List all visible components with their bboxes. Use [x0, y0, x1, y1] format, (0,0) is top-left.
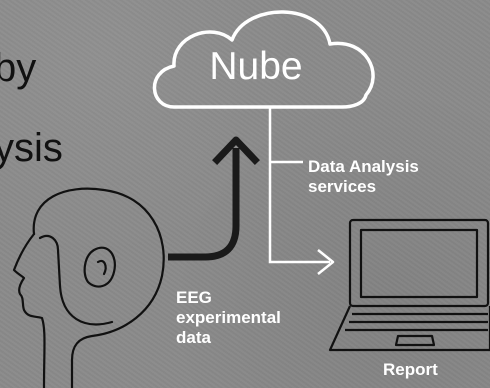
laptop-icon: [328, 218, 490, 352]
eeg-label-line-3: data: [176, 328, 211, 347]
data-analysis-services-label: Data Analysis services: [308, 157, 419, 197]
cloud-label: Nube: [209, 45, 303, 88]
report-label: Report: [383, 360, 438, 379]
background-text-line-1: by: [0, 46, 37, 90]
data-analysis-label-line-1: Data Analysis: [308, 157, 419, 176]
eeg-experimental-data-label: EEG experimental data: [176, 288, 281, 348]
eeg-label-line-1: EEG: [176, 288, 212, 307]
eeg-head-icon: [12, 187, 165, 388]
background-text-line-2: ysis: [0, 126, 63, 170]
report-arrowhead-icon: [317, 249, 335, 275]
eeg-data-arrow-line: [168, 148, 240, 261]
upload-arrowhead-icon: [212, 136, 260, 165]
data-analysis-label-line-2: services: [308, 177, 377, 196]
analysis-connector-line: [268, 107, 330, 264]
eeg-label-line-2: experimental: [176, 308, 281, 327]
cloud-icon: [152, 10, 375, 109]
